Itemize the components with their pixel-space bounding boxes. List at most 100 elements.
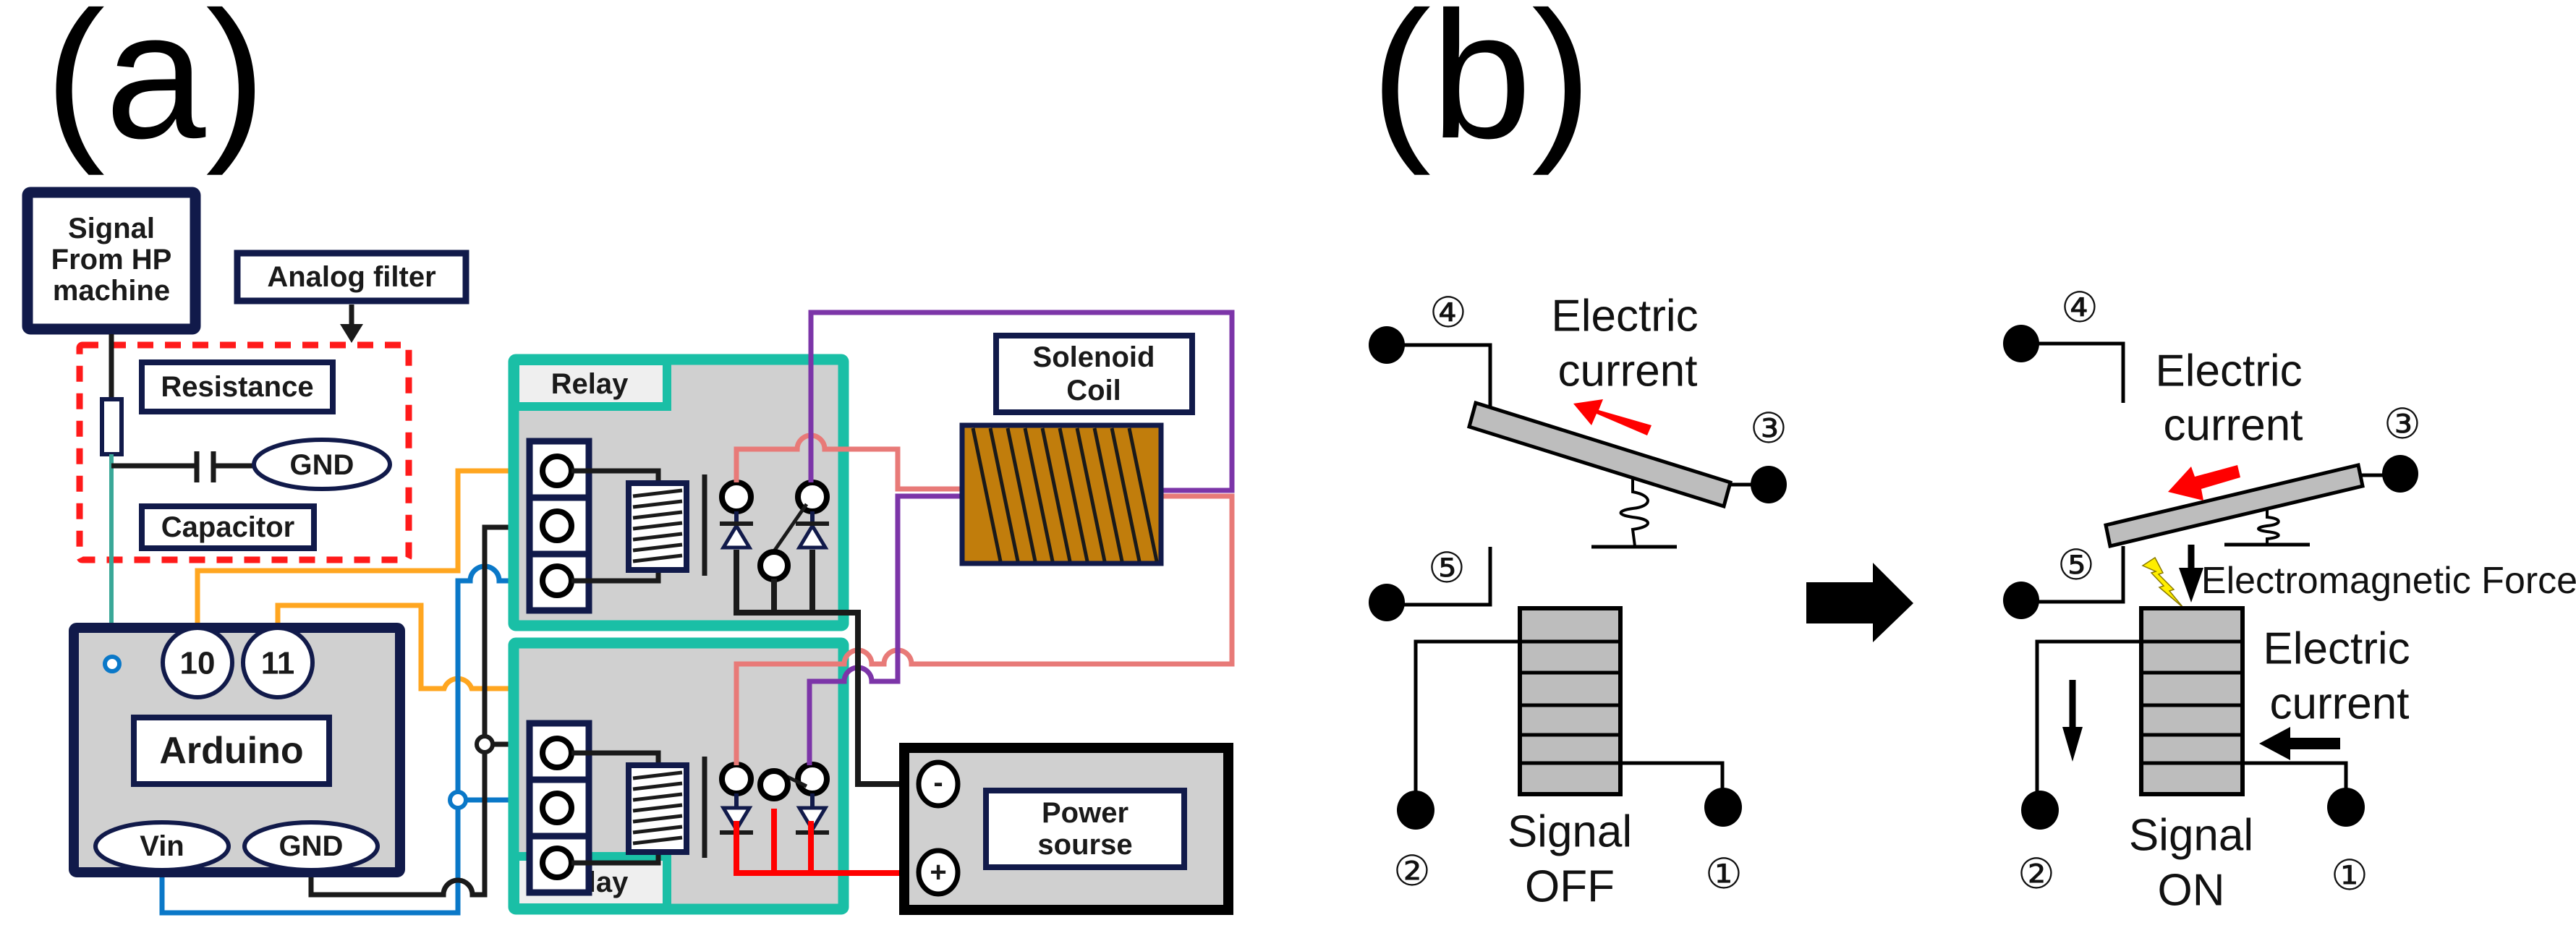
- terminal-4-label: ④: [1429, 288, 1467, 337]
- signal-source-line3: machine: [53, 275, 170, 307]
- transition-arrow-icon: [1806, 563, 1913, 642]
- coil-windings: [971, 427, 1159, 562]
- on-terminal-1-dot: [2327, 788, 2365, 827]
- relay-contact-no: [719, 762, 754, 796]
- left-current-arrow-icon: [2259, 727, 2290, 760]
- analog-filter-label: Analog filter: [267, 261, 435, 293]
- relay-contact-no: [719, 480, 754, 514]
- relay-terminal-3: [540, 563, 574, 598]
- relay-bottom-internals: [526, 720, 830, 896]
- wire-coil-to-relay2: [734, 493, 1235, 765]
- analog-filter-boundary: [76, 341, 412, 563]
- terminal-5-label: ⑤: [1428, 543, 1466, 592]
- on-terminal-2-dot: [2021, 791, 2059, 830]
- off-current-line1: Electric: [1551, 291, 1698, 341]
- relay-contact-nc: [795, 762, 830, 796]
- analog-filter-label-box: Analog filter: [234, 250, 469, 343]
- capacitor-label: Capacitor: [161, 511, 295, 543]
- terminal-2-dot: [1397, 791, 1434, 830]
- on-current-top-line2: current: [2164, 401, 2303, 451]
- on-terminal-3-dot: [2382, 455, 2418, 493]
- down-current-arrow-icon: [2062, 727, 2083, 762]
- relay-terminal-2: [540, 791, 574, 825]
- solenoid-coil-label-box: Solenoid Coil: [993, 333, 1195, 415]
- coil-winding: [1092, 427, 1124, 562]
- relay-common-contact: [757, 768, 791, 801]
- off-electromagnet-core: [1518, 606, 1623, 796]
- solenoid-coil: [959, 422, 1164, 566]
- relay-off-state: ④ Electric current ③ ⑤ ② ①: [1369, 288, 1788, 912]
- on-current-coil-line1: Electric: [2263, 624, 2410, 674]
- off-signal-line2: OFF: [1525, 862, 1615, 912]
- wire-relay1-to-coil-right: [808, 310, 1235, 493]
- resistor-symbol: [100, 397, 124, 456]
- arduino-vin-terminal: Vin: [93, 820, 231, 872]
- wire-relay2-to-plus: [734, 821, 919, 876]
- filter-gnd-terminal: GND: [252, 438, 392, 491]
- relay-top-internals: [526, 438, 830, 614]
- relay-contact-nc: [795, 480, 830, 514]
- on-terminal-5-label: ⑤: [2057, 540, 2095, 589]
- off-signal-line1: Signal: [1508, 807, 1632, 857]
- panel-b-label: (b): [1371, 0, 1592, 176]
- power-label-line2: sourse: [1037, 829, 1132, 861]
- power-source: - + Power sourse: [899, 743, 1233, 915]
- force-label: Electromagnetic Force: [2201, 560, 2576, 602]
- off-current-arrow-icon: [1573, 399, 1652, 435]
- contact-wiring: [734, 310, 1235, 876]
- relay-terminal-2: [540, 508, 574, 543]
- arduino-board: 10 11 Arduino Vin GND: [69, 623, 405, 877]
- terminal-2-label: ②: [1393, 846, 1431, 895]
- power-plus-label: +: [930, 856, 946, 888]
- relay-terminal-3: [540, 846, 574, 880]
- relay-top-label: Relay: [551, 368, 629, 400]
- on-terminal-1-label: ①: [2331, 851, 2368, 900]
- core-body: [1518, 606, 1623, 796]
- relay-internals: [526, 438, 830, 896]
- wire-relay1-common-to-minus: [734, 550, 919, 787]
- on-spring: [2257, 510, 2280, 545]
- vin-junction: [448, 790, 468, 810]
- wire-vin-to-relays: [159, 563, 557, 916]
- vin-label: Vin: [140, 830, 184, 862]
- on-current-coil-line2: current: [2270, 679, 2410, 729]
- coil-winding: [1075, 427, 1107, 562]
- panel-a: (a) Signal From HP machine Analog filter…: [22, 0, 1235, 916]
- solenoid-label-line1: Solenoid: [1033, 341, 1155, 373]
- on-current-arrow-icon: [2168, 465, 2240, 501]
- diode-icon: [720, 806, 753, 833]
- filter-pointer-arrow-icon: [340, 324, 363, 343]
- off-spring: [1619, 470, 1649, 547]
- coil-winding: [1127, 427, 1159, 562]
- on-signal-line1: Signal: [2129, 811, 2253, 861]
- power-minus-label: -: [933, 767, 943, 799]
- resistance-label: Resistance: [161, 371, 313, 403]
- on-armature: [2104, 462, 2365, 549]
- arduino-analog-input-pin: [103, 655, 122, 673]
- terminal-3-dot: [1751, 466, 1787, 503]
- power-minus-terminal: -: [916, 759, 961, 809]
- pin-10-label: 10: [180, 646, 216, 681]
- diode-icon: [720, 522, 753, 550]
- panel-b: (b) ④ Electric current ③ ⑤: [1369, 0, 2576, 916]
- signal-source-box: Signal From HP machine: [22, 187, 201, 335]
- coil-winding: [1040, 427, 1072, 562]
- coil-winding: [1058, 427, 1089, 562]
- filter-gnd-label: GND: [290, 449, 354, 481]
- core-body: [2139, 606, 2245, 796]
- lightning-icon: [2141, 556, 2184, 608]
- coil-winding: [1006, 427, 1037, 562]
- signal-source-line1: Signal: [68, 213, 155, 244]
- signal-source-line2: From HP: [51, 244, 172, 276]
- on-terminal-4-label: ④: [2061, 283, 2099, 332]
- terminal-1-label: ①: [1705, 849, 1743, 898]
- coil-winding: [988, 427, 1020, 562]
- relay-common-contact: [757, 549, 791, 582]
- solenoid-label-line2: Coil: [1066, 375, 1121, 406]
- panel-a-label: (a): [45, 0, 266, 176]
- on-current-top-line1: Electric: [2155, 346, 2302, 396]
- wire-pin11-to-relay2: [275, 603, 557, 691]
- relay-terminal-1: [540, 454, 574, 488]
- on-signal-line2: ON: [2158, 866, 2225, 916]
